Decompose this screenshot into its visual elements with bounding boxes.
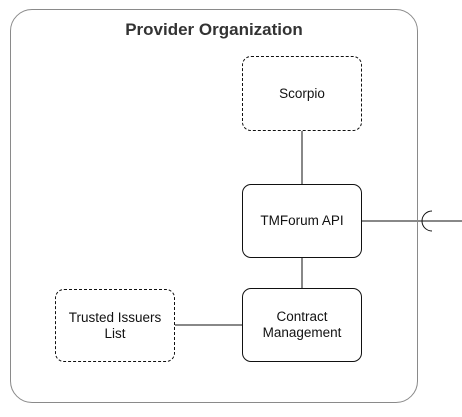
- scorpio-node[interactable]: Scorpio: [242, 56, 362, 131]
- trusted-issuers-list-node[interactable]: Trusted Issuers List: [55, 289, 175, 362]
- contract-management-label: Contract Management: [262, 309, 342, 340]
- tmforum-api-node[interactable]: TMForum API: [242, 184, 362, 258]
- contract-management-node[interactable]: Contract Management: [242, 288, 362, 362]
- trusted-issuers-list-label: Trusted Issuers List: [68, 309, 162, 341]
- provider-organization-container: [10, 9, 418, 403]
- interface-socket-icon: [421, 210, 433, 232]
- scorpio-label: Scorpio: [279, 85, 325, 101]
- tmforum-api-label: TMForum API: [260, 213, 344, 228]
- provider-organization-title: Provider Organization: [125, 20, 303, 39]
